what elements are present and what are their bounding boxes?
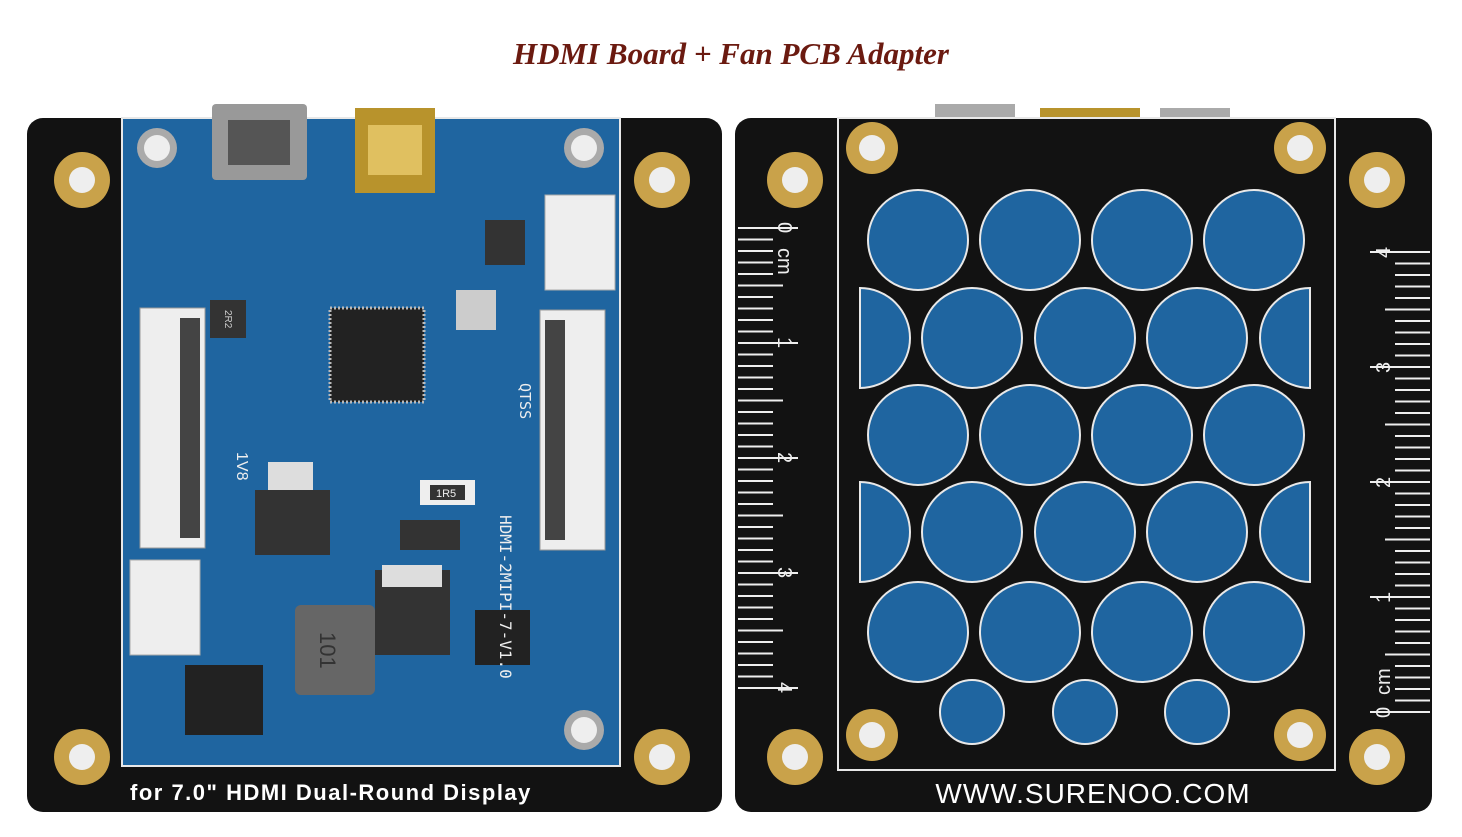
vent-circle [1146,481,1248,583]
vent-circle [867,384,969,486]
fan-connector-bottom [129,559,201,656]
vent-circle [979,189,1081,291]
brand-mark: QTSS [516,383,534,419]
vent-circle [1164,679,1230,745]
ruler-label: 1 [1373,592,1395,603]
ruler-label: 0 [1373,707,1395,718]
vent-circle [1091,384,1193,486]
vent-half-circle [1259,480,1311,584]
mounting-holes [54,128,690,785]
model-label: HDMI-2MIPI-7-V1.0 [496,515,515,679]
website-label: WWW.SURENOO.COM [935,778,1250,809]
vent-circle [1034,481,1136,583]
vent-circle [1146,287,1248,389]
vent-circle [867,189,969,291]
ruler-unit: cm [773,248,795,275]
vent-circle [1203,384,1305,486]
ic-chip [185,665,263,735]
mounting-hole [846,709,898,761]
vent-circle [939,679,1005,745]
vent-circle [979,384,1081,486]
fan-connector-top [544,194,616,291]
mounting-hole [767,729,823,785]
inductor [295,605,375,695]
vent-circle [1203,189,1305,291]
label-1v8: 1V8 [233,452,250,481]
ruler-label: 3 [773,567,795,578]
ruler-label: 2 [773,452,795,463]
vent-circle [1203,581,1305,683]
ruler-label: 2 [1373,477,1395,488]
image-title: HDMI Board + Fan PCB Adapter [513,36,949,71]
mounting-hole [846,122,898,174]
ruler-label: 4 [1373,247,1395,258]
board-caption: for 7.0" HDMI Dual-Round Display [130,780,532,805]
hdmi-connector [355,108,435,193]
label-101: 101 [315,632,340,669]
mounting-hole [1274,709,1326,761]
vent-circle [1052,679,1118,745]
vent-circle [1034,287,1136,389]
ruler-unit: cm [1373,668,1395,695]
ruler-label: 4 [773,682,795,693]
vent-half-circle [1259,286,1311,390]
vent-circle [1091,581,1193,683]
vent-circle [1091,189,1193,291]
mounting-hole [1349,152,1405,208]
vent-circle [867,581,969,683]
vent-circle [921,481,1023,583]
vent-half-circle [859,286,911,390]
vent-circle [979,581,1081,683]
hdmi-board: HDMI-2MIPI-7-V1.0 QTSS 1V8 101 1R5 2R2 f… [27,104,722,812]
mounting-hole [1274,122,1326,174]
vent-circle [921,287,1023,389]
usb-connector [212,104,307,180]
ruler-right: 0 1 2 3 4 cm [1370,247,1430,718]
label-1r5: 1R5 [436,488,456,500]
ruler-left: 0 1 2 3 4 cm [738,222,798,693]
vent-half-circle [859,480,911,584]
ruler-label: 0 [773,222,795,233]
fan-pcb-adapter: 0 1 2 3 4 cm 0 1 2 3 4 cm WWW.SURENOO.COM [735,104,1432,812]
main-chip [328,306,426,404]
ruler-label: 1 [773,337,795,348]
mounting-hole [767,152,823,208]
mounting-hole [1349,729,1405,785]
ruler-label: 3 [1373,362,1395,373]
label-2r2: 2R2 [222,310,233,329]
